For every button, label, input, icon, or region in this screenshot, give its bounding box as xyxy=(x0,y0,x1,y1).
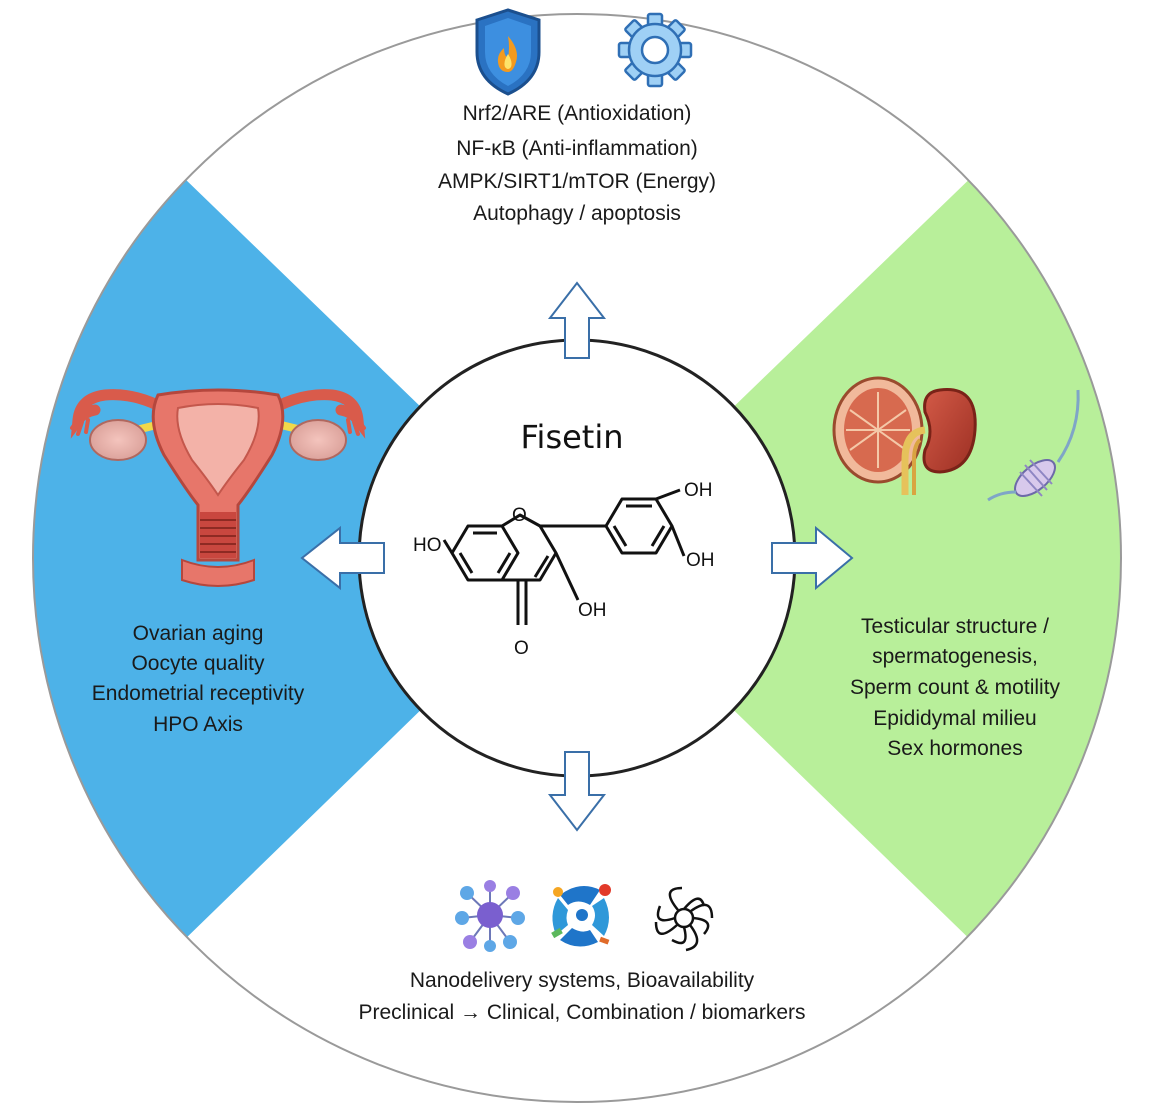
top-line: Nrf2/ARE (Antioxidation) xyxy=(463,102,692,125)
top-quadrant-text: Nrf2/ARE (Antioxidation) NF-κB (Anti-inf… xyxy=(438,102,716,225)
testis-kidney-icon xyxy=(832,376,977,495)
ring-oxygen-label: O xyxy=(512,505,527,526)
oh-top-label: OH xyxy=(684,480,713,501)
bottom-line: Preclinical → Clinical, Combination / bi… xyxy=(359,1001,806,1024)
right-quadrant xyxy=(577,14,1121,1102)
right-line: spermatogenesis, xyxy=(872,645,1038,668)
left-line: Endometrial receptivity xyxy=(92,682,305,705)
nanoparticle-icon xyxy=(551,884,612,947)
arrow-right xyxy=(771,525,854,591)
arrow-up xyxy=(547,281,607,359)
center-title: Fisetin xyxy=(520,418,623,456)
shield-flame-icon xyxy=(475,8,541,96)
fisetin-structure xyxy=(442,488,686,625)
oh-right-label: OH xyxy=(686,550,715,571)
oh-bottom-label: OH xyxy=(578,600,607,621)
uterus-icon xyxy=(70,388,366,587)
center-circle xyxy=(357,338,797,778)
left-line: Oocyte quality xyxy=(131,652,265,675)
arrows xyxy=(300,281,854,832)
right-quadrant-text: Testicular structure / spermatogenesis, … xyxy=(850,615,1061,760)
fisetin-labels: HO O OH OH OH O xyxy=(413,480,715,659)
arrow-left xyxy=(300,525,385,591)
gear-icon xyxy=(617,12,693,88)
outer-circle xyxy=(32,13,1122,1103)
sperm-icon xyxy=(987,389,1080,502)
bottom-line: Nanodelivery systems, Bioavailability xyxy=(410,969,755,992)
molecular-network-icon xyxy=(455,880,525,952)
arrow-down xyxy=(547,751,607,832)
right-line: Epididymal milieu xyxy=(873,707,1036,730)
ho-label: HO xyxy=(413,535,442,556)
left-line: HPO Axis xyxy=(153,713,243,736)
top-line: AMPK/SIRT1/mTOR (Energy) xyxy=(438,170,716,193)
left-quadrant xyxy=(33,14,577,1102)
top-line: Autophagy / apoptosis xyxy=(473,202,681,225)
left-quadrant-text: Ovarian aging Oocyte quality Endometrial… xyxy=(92,622,305,736)
spiral-flower-icon xyxy=(654,886,714,952)
top-line: NF-κB (Anti-inflammation) xyxy=(456,137,698,160)
right-line: Testicular structure / xyxy=(861,615,1049,638)
carbonyl-oxygen-label: O xyxy=(514,638,529,659)
right-line: Sex hormones xyxy=(887,737,1022,760)
left-line: Ovarian aging xyxy=(133,622,264,645)
bottom-quadrant-text: Nanodelivery systems, Bioavailability Pr… xyxy=(359,969,806,1024)
right-line: Sperm count & motility xyxy=(850,676,1061,699)
